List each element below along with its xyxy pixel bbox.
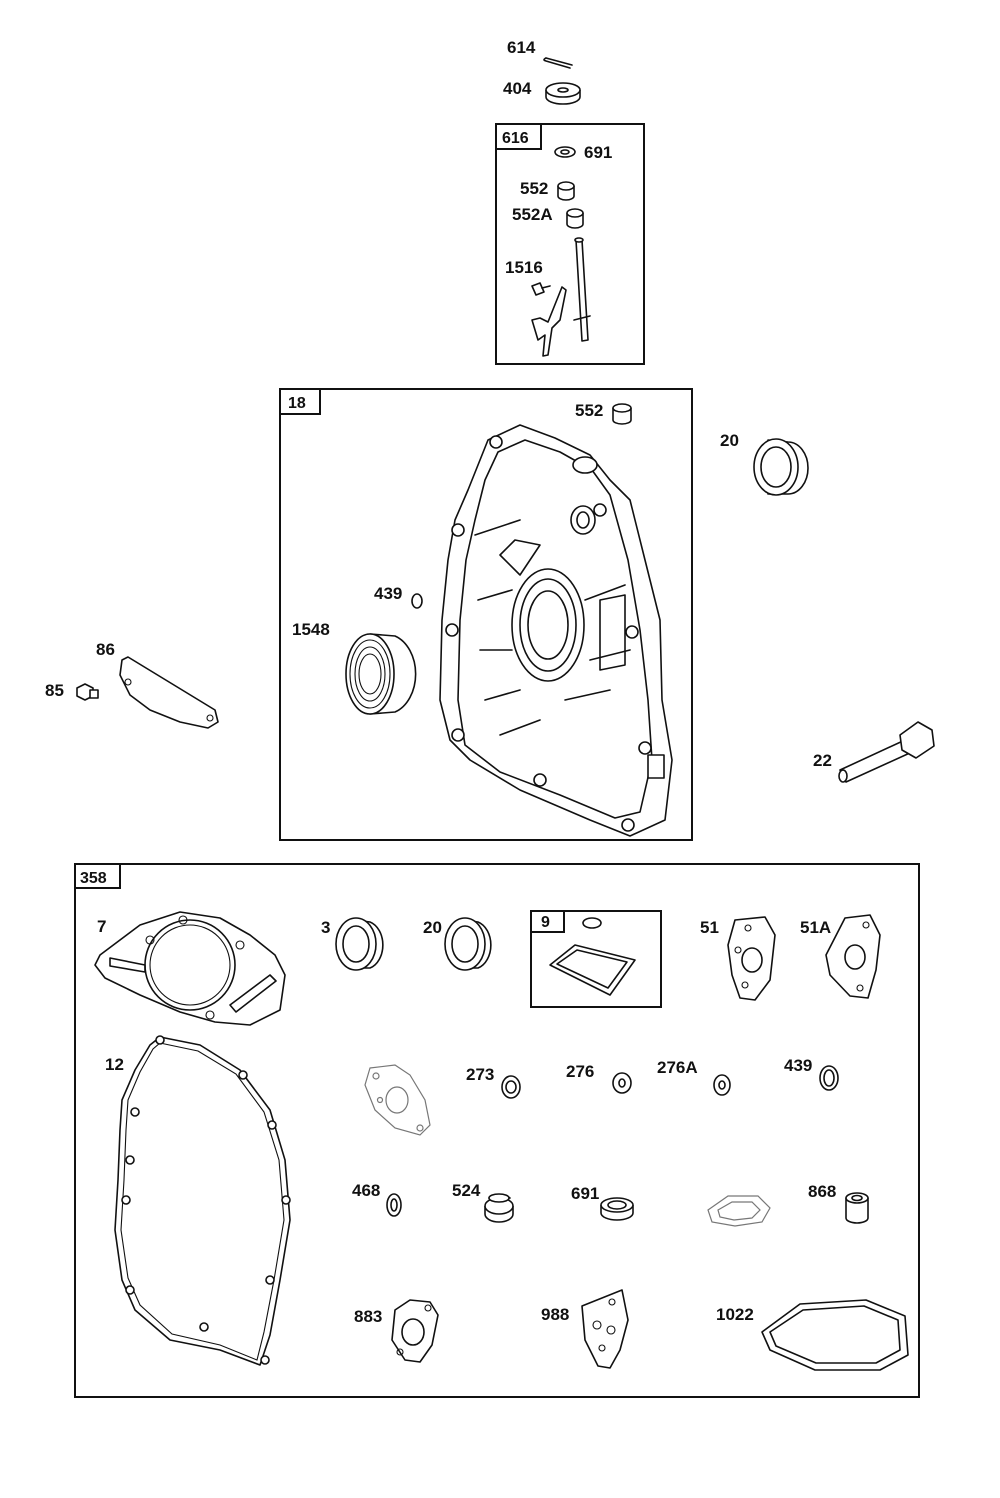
washer-276a [713, 1074, 731, 1096]
gasket-883 [391, 1299, 439, 1363]
group-616-box [495, 123, 645, 365]
crankcase-gasket-12 [114, 1035, 291, 1366]
label-1022: 1022 [716, 1305, 754, 1324]
group-358-tab [74, 863, 121, 889]
oil-seal-3 [335, 917, 384, 971]
bushing-552-mid [612, 403, 632, 425]
gasket-unlabeled-grey-ring [707, 1195, 771, 1227]
label-1548: 1548 [292, 620, 330, 639]
valve-seal-868 [845, 1192, 869, 1224]
label-12: 12 [105, 1055, 124, 1074]
group-9-tab [530, 910, 565, 933]
oring-439 [411, 593, 423, 609]
group-616-label: 616 [502, 130, 529, 147]
head-gasket-7 [94, 911, 286, 1026]
label-276: 276 [566, 1062, 594, 1081]
label-20-kit: 20 [423, 918, 442, 937]
seal-691-kit [600, 1197, 634, 1221]
washer-404 [545, 82, 581, 105]
gasket-86 [119, 656, 219, 729]
group-18-box [279, 388, 693, 841]
label-51: 51 [700, 918, 719, 937]
label-404: 404 [503, 79, 532, 98]
label-85: 85 [45, 681, 64, 700]
bolt-22 [838, 721, 935, 783]
governor-lever [531, 286, 567, 357]
label-614: 614 [507, 38, 536, 57]
group-616-tab [495, 123, 542, 150]
label-883: 883 [354, 1307, 382, 1326]
label-7: 7 [97, 917, 106, 936]
label-868: 868 [808, 1182, 836, 1201]
gasket-unlabeled-grey [364, 1064, 431, 1136]
label-51a: 51A [800, 918, 831, 937]
crankcase-cover-18 [439, 424, 673, 837]
oring-439-kit [819, 1065, 839, 1091]
group-358-label: 358 [80, 870, 107, 887]
washer-276 [612, 1072, 632, 1094]
oil-seal-20-kit [444, 917, 492, 971]
bushing-552-top [557, 181, 575, 201]
oring-468 [386, 1193, 402, 1217]
bushing-552a [566, 208, 584, 229]
group-18-label: 18 [288, 395, 306, 412]
group-358-box [74, 863, 920, 1398]
group-18-tab [279, 388, 321, 415]
label-552-mid: 552 [575, 401, 603, 420]
group-9-box [530, 910, 662, 1008]
label-3: 3 [321, 918, 330, 937]
label-276a: 276A [657, 1058, 698, 1077]
gasket-1022 [761, 1299, 909, 1371]
washer-273 [501, 1075, 521, 1099]
screw-1516 [531, 282, 551, 296]
gasket-51 [727, 916, 776, 1001]
bolt-85 [76, 683, 99, 701]
label-20-top: 20 [720, 431, 739, 450]
label-691-kit: 691 [571, 1184, 599, 1203]
label-86: 86 [96, 640, 115, 659]
label-988: 988 [541, 1305, 569, 1324]
cotter-pin-614 [543, 57, 573, 69]
group-9-label: 9 [541, 914, 550, 931]
seal-691 [554, 146, 576, 158]
gasket-51a [825, 914, 881, 999]
label-524: 524 [452, 1181, 481, 1200]
label-691-top: 691 [584, 143, 612, 162]
label-439-top: 439 [374, 584, 402, 603]
label-1516: 1516 [505, 258, 543, 277]
label-552a: 552A [512, 205, 553, 224]
gasket-kit-9 [549, 917, 636, 996]
label-439-kit: 439 [784, 1056, 812, 1075]
label-552-top: 552 [520, 179, 548, 198]
bearing-1548 [345, 633, 417, 715]
plug-524 [484, 1193, 514, 1223]
label-468: 468 [352, 1181, 380, 1200]
oil-seal-20 [753, 438, 809, 496]
governor-shaft [573, 237, 591, 342]
label-22: 22 [813, 751, 832, 770]
label-273: 273 [466, 1065, 494, 1084]
gasket-988 [581, 1289, 629, 1369]
